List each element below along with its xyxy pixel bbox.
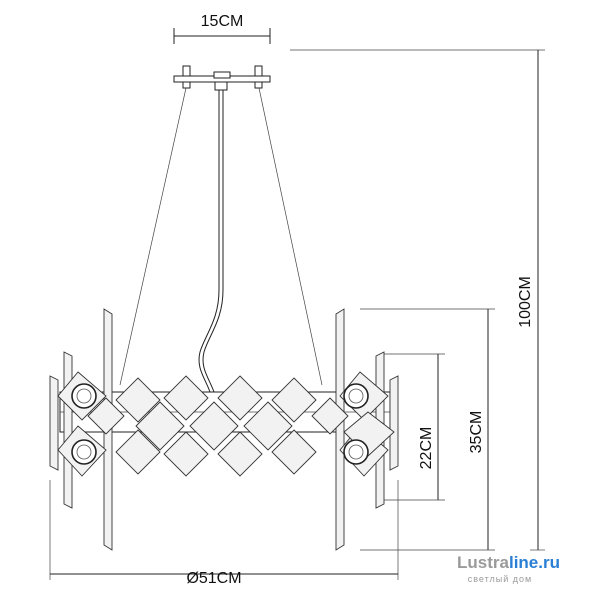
shade-height-dimension: 22CM <box>380 353 445 501</box>
watermark: Lustraline.ru светлый дом <box>457 553 560 584</box>
total-height-dimension: 100CM <box>290 49 545 551</box>
watermark-brand-part1: Lustra <box>457 553 510 572</box>
bulb-icon <box>71 383 97 409</box>
diameter-label: Ø51CM <box>186 570 241 587</box>
body-height-label: 35CM <box>468 411 485 454</box>
canopy-width-dimension: 15CM <box>173 13 271 44</box>
bulb-icon <box>343 383 369 409</box>
left-lamp-cluster <box>57 371 107 477</box>
right-lamp-cluster <box>339 371 395 477</box>
diameter-dimension: Ø51CM <box>49 480 399 587</box>
suspension-cables <box>119 87 323 393</box>
canopy-width-label: 15CM <box>201 13 244 30</box>
shade-height-label: 22CM <box>418 427 435 470</box>
watermark-brand-part2: line.ru <box>509 553 560 572</box>
bulb-icon <box>71 439 97 465</box>
total-height-label: 100CM <box>517 276 534 328</box>
svg-text:Lustraline.ru: Lustraline.ru <box>457 553 560 572</box>
left-glass-panels <box>49 308 113 551</box>
crystal-lattice <box>87 375 349 477</box>
canopy <box>173 65 271 91</box>
watermark-tagline: светлый дом <box>468 574 533 584</box>
chandelier-body <box>49 308 399 551</box>
bulb-icon <box>343 439 369 465</box>
body-height-dimension: 35CM <box>360 308 495 551</box>
